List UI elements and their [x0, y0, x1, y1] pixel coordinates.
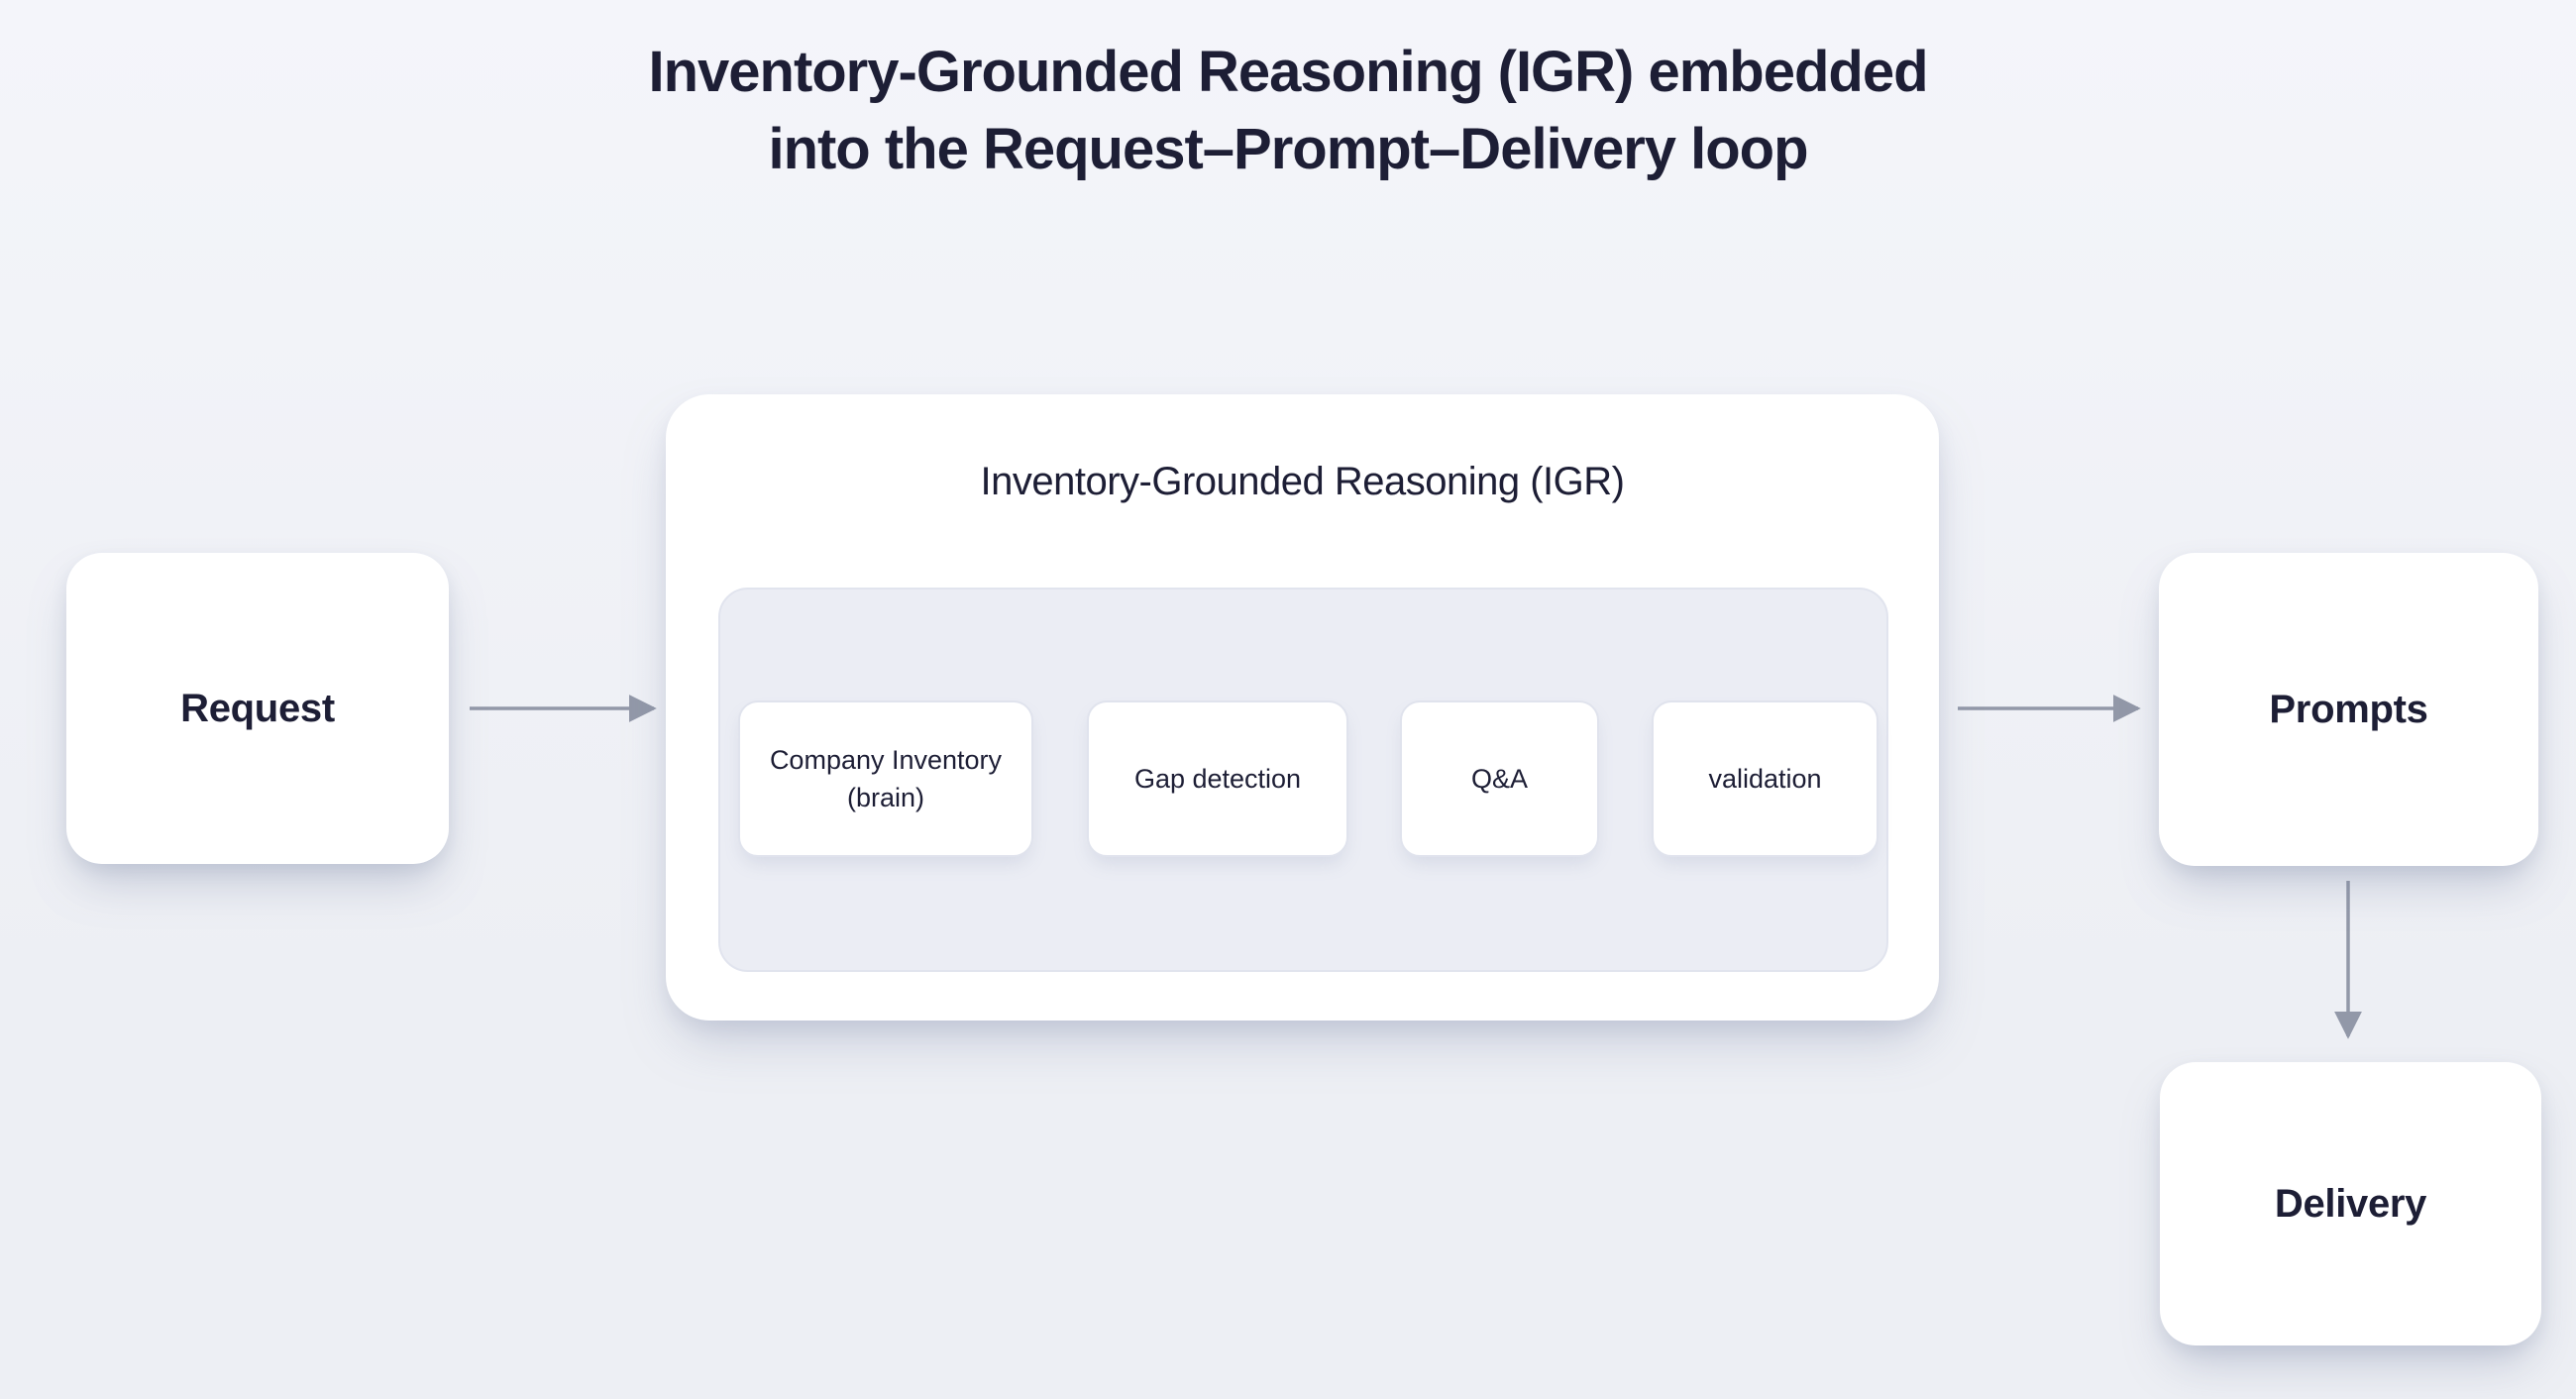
page-title-line-2: into the Request–Prompt–Delivery loop [768, 117, 1808, 181]
node-prompts-label: Prompts [2269, 687, 2428, 731]
node-request-label: Request [180, 686, 335, 730]
node-prompts: Prompts [2159, 553, 2538, 866]
page-title: Inventory-Grounded Reasoning (IGR) embed… [0, 34, 2576, 188]
igr-step-company-inventory: Company Inventory (brain) [738, 700, 1033, 857]
igr-step-label: Gap detection [1133, 764, 1302, 794]
page-title-line-1: Inventory-Grounded Reasoning (IGR) embed… [648, 40, 1928, 104]
igr-step-label: Q&A [1470, 764, 1529, 794]
igr-steps-panel: Company Inventory (brain) Gap detection … [718, 588, 1888, 972]
igr-step-validation: validation [1652, 700, 1878, 857]
igr-container: Inventory-Grounded Reasoning (IGR) Compa… [666, 394, 1939, 1021]
node-delivery-label: Delivery [2274, 1181, 2427, 1226]
node-delivery: Delivery [2160, 1062, 2541, 1345]
igr-step-label: Company Inventory (brain) [769, 745, 1003, 812]
igr-step-qa: Q&A [1400, 700, 1599, 857]
igr-step-label: validation [1708, 764, 1822, 794]
igr-step-gap-detection: Gap detection [1087, 700, 1348, 857]
node-request: Request [66, 553, 449, 864]
igr-container-title: Inventory-Grounded Reasoning (IGR) [980, 460, 1626, 503]
